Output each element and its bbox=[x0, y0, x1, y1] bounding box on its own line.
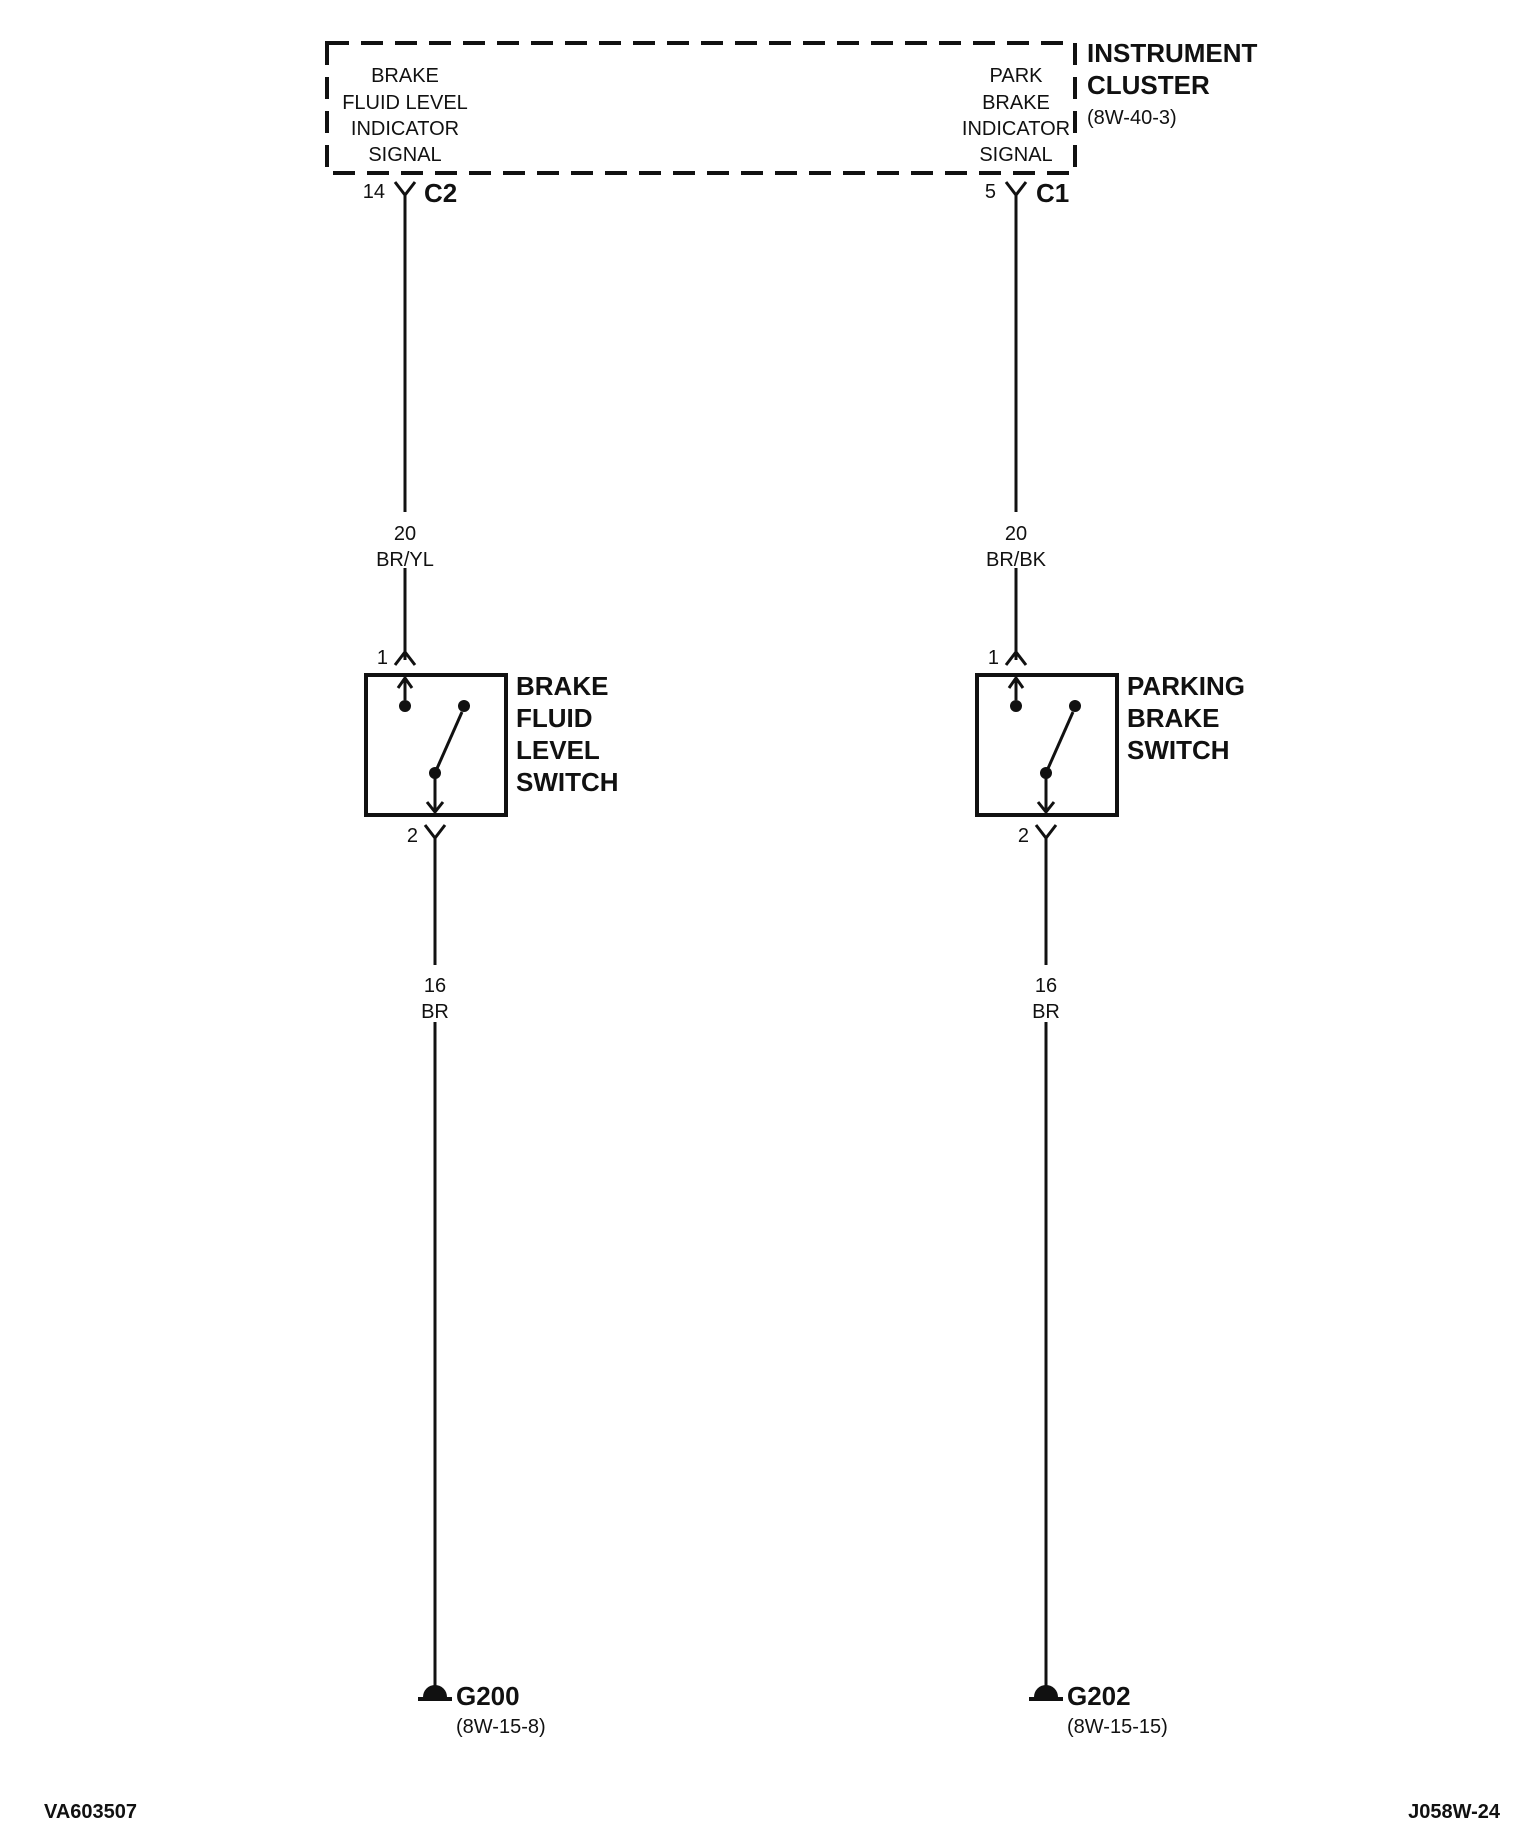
right-signal-line: SIGNAL bbox=[979, 144, 1052, 166]
right-signal-line: PARK bbox=[990, 65, 1044, 87]
right-switch-pin1: 1 bbox=[988, 647, 999, 669]
left-signal-line: BRAKE bbox=[371, 65, 439, 87]
connector-c2-icon bbox=[393, 181, 417, 198]
ground-g200-label: G200 bbox=[456, 1681, 520, 1711]
left-switch-pin2: 2 bbox=[407, 825, 418, 847]
left-switch-pin1-connector-icon bbox=[393, 649, 417, 666]
ground-g202-icon bbox=[1029, 1685, 1063, 1701]
wire-right-lower-gauge: 16 bbox=[1035, 975, 1057, 997]
instrument-cluster-box bbox=[325, 41, 1077, 175]
left-signal-line: INDICATOR bbox=[351, 118, 459, 140]
right-switch-label: PARKING bbox=[1127, 671, 1245, 701]
left-signal-line: SIGNAL bbox=[368, 144, 441, 166]
left-switch-label: SWITCH bbox=[516, 767, 619, 797]
ground-g200-icon bbox=[418, 1685, 452, 1701]
ground-g202-label: G202 bbox=[1067, 1681, 1131, 1711]
left-switch-label: FLUID bbox=[516, 703, 593, 733]
connector-c1-label: C1 bbox=[1036, 178, 1069, 208]
right-switch-pin2-connector-icon bbox=[1034, 824, 1058, 841]
footer-left-code: VA603507 bbox=[44, 1801, 137, 1823]
right-switch-label: SWITCH bbox=[1127, 735, 1230, 765]
wire-left-lower-gauge: 16 bbox=[424, 975, 446, 997]
wire-left-upper-color: BR/YL bbox=[376, 549, 434, 571]
left-switch-label: BRAKE bbox=[516, 671, 608, 701]
left-signal-line: FLUID LEVEL bbox=[342, 92, 468, 114]
cluster-title-line1: INSTRUMENT bbox=[1087, 38, 1258, 68]
wire-left-lower-color: BR bbox=[421, 1001, 449, 1023]
cluster-title-line2: CLUSTER bbox=[1087, 70, 1210, 100]
right-signal-label: PARK BRAKE INDICATOR SIGNAL bbox=[962, 65, 1070, 166]
right-switch-label: BRAKE bbox=[1127, 703, 1219, 733]
brake-fluid-level-switch-box bbox=[364, 673, 508, 817]
footer-right-code: J058W-24 bbox=[1408, 1801, 1501, 1823]
parking-brake-switch-box bbox=[975, 673, 1119, 817]
right-switch-pin2: 2 bbox=[1018, 825, 1029, 847]
left-switch-pin1: 1 bbox=[377, 647, 388, 669]
left-switch-pin2-connector-icon bbox=[423, 824, 447, 841]
connector-c1-icon bbox=[1004, 181, 1028, 198]
right-signal-line: INDICATOR bbox=[962, 118, 1070, 140]
connector-c2-pin: 14 bbox=[363, 181, 385, 203]
wire-left-upper-gauge: 20 bbox=[394, 523, 416, 545]
wire-right-upper-gauge: 20 bbox=[1005, 523, 1027, 545]
left-signal-label: BRAKE FLUID LEVEL INDICATOR SIGNAL bbox=[342, 65, 468, 166]
wire-right-upper-color: BR/BK bbox=[986, 549, 1047, 571]
cluster-ref: (8W-40-3) bbox=[1087, 107, 1177, 129]
left-switch-contact-icon bbox=[396, 675, 470, 815]
right-switch-pin1-connector-icon bbox=[1004, 649, 1028, 666]
wire-right-lower-color: BR bbox=[1032, 1001, 1060, 1023]
right-switch-contact-icon bbox=[1007, 675, 1081, 815]
left-switch-label: LEVEL bbox=[516, 735, 600, 765]
ground-g200-ref: (8W-15-8) bbox=[456, 1716, 546, 1738]
ground-g202-ref: (8W-15-15) bbox=[1067, 1716, 1168, 1738]
connector-c1-pin: 5 bbox=[985, 181, 996, 203]
connector-c2-label: C2 bbox=[424, 178, 457, 208]
right-signal-line: BRAKE bbox=[982, 92, 1050, 114]
